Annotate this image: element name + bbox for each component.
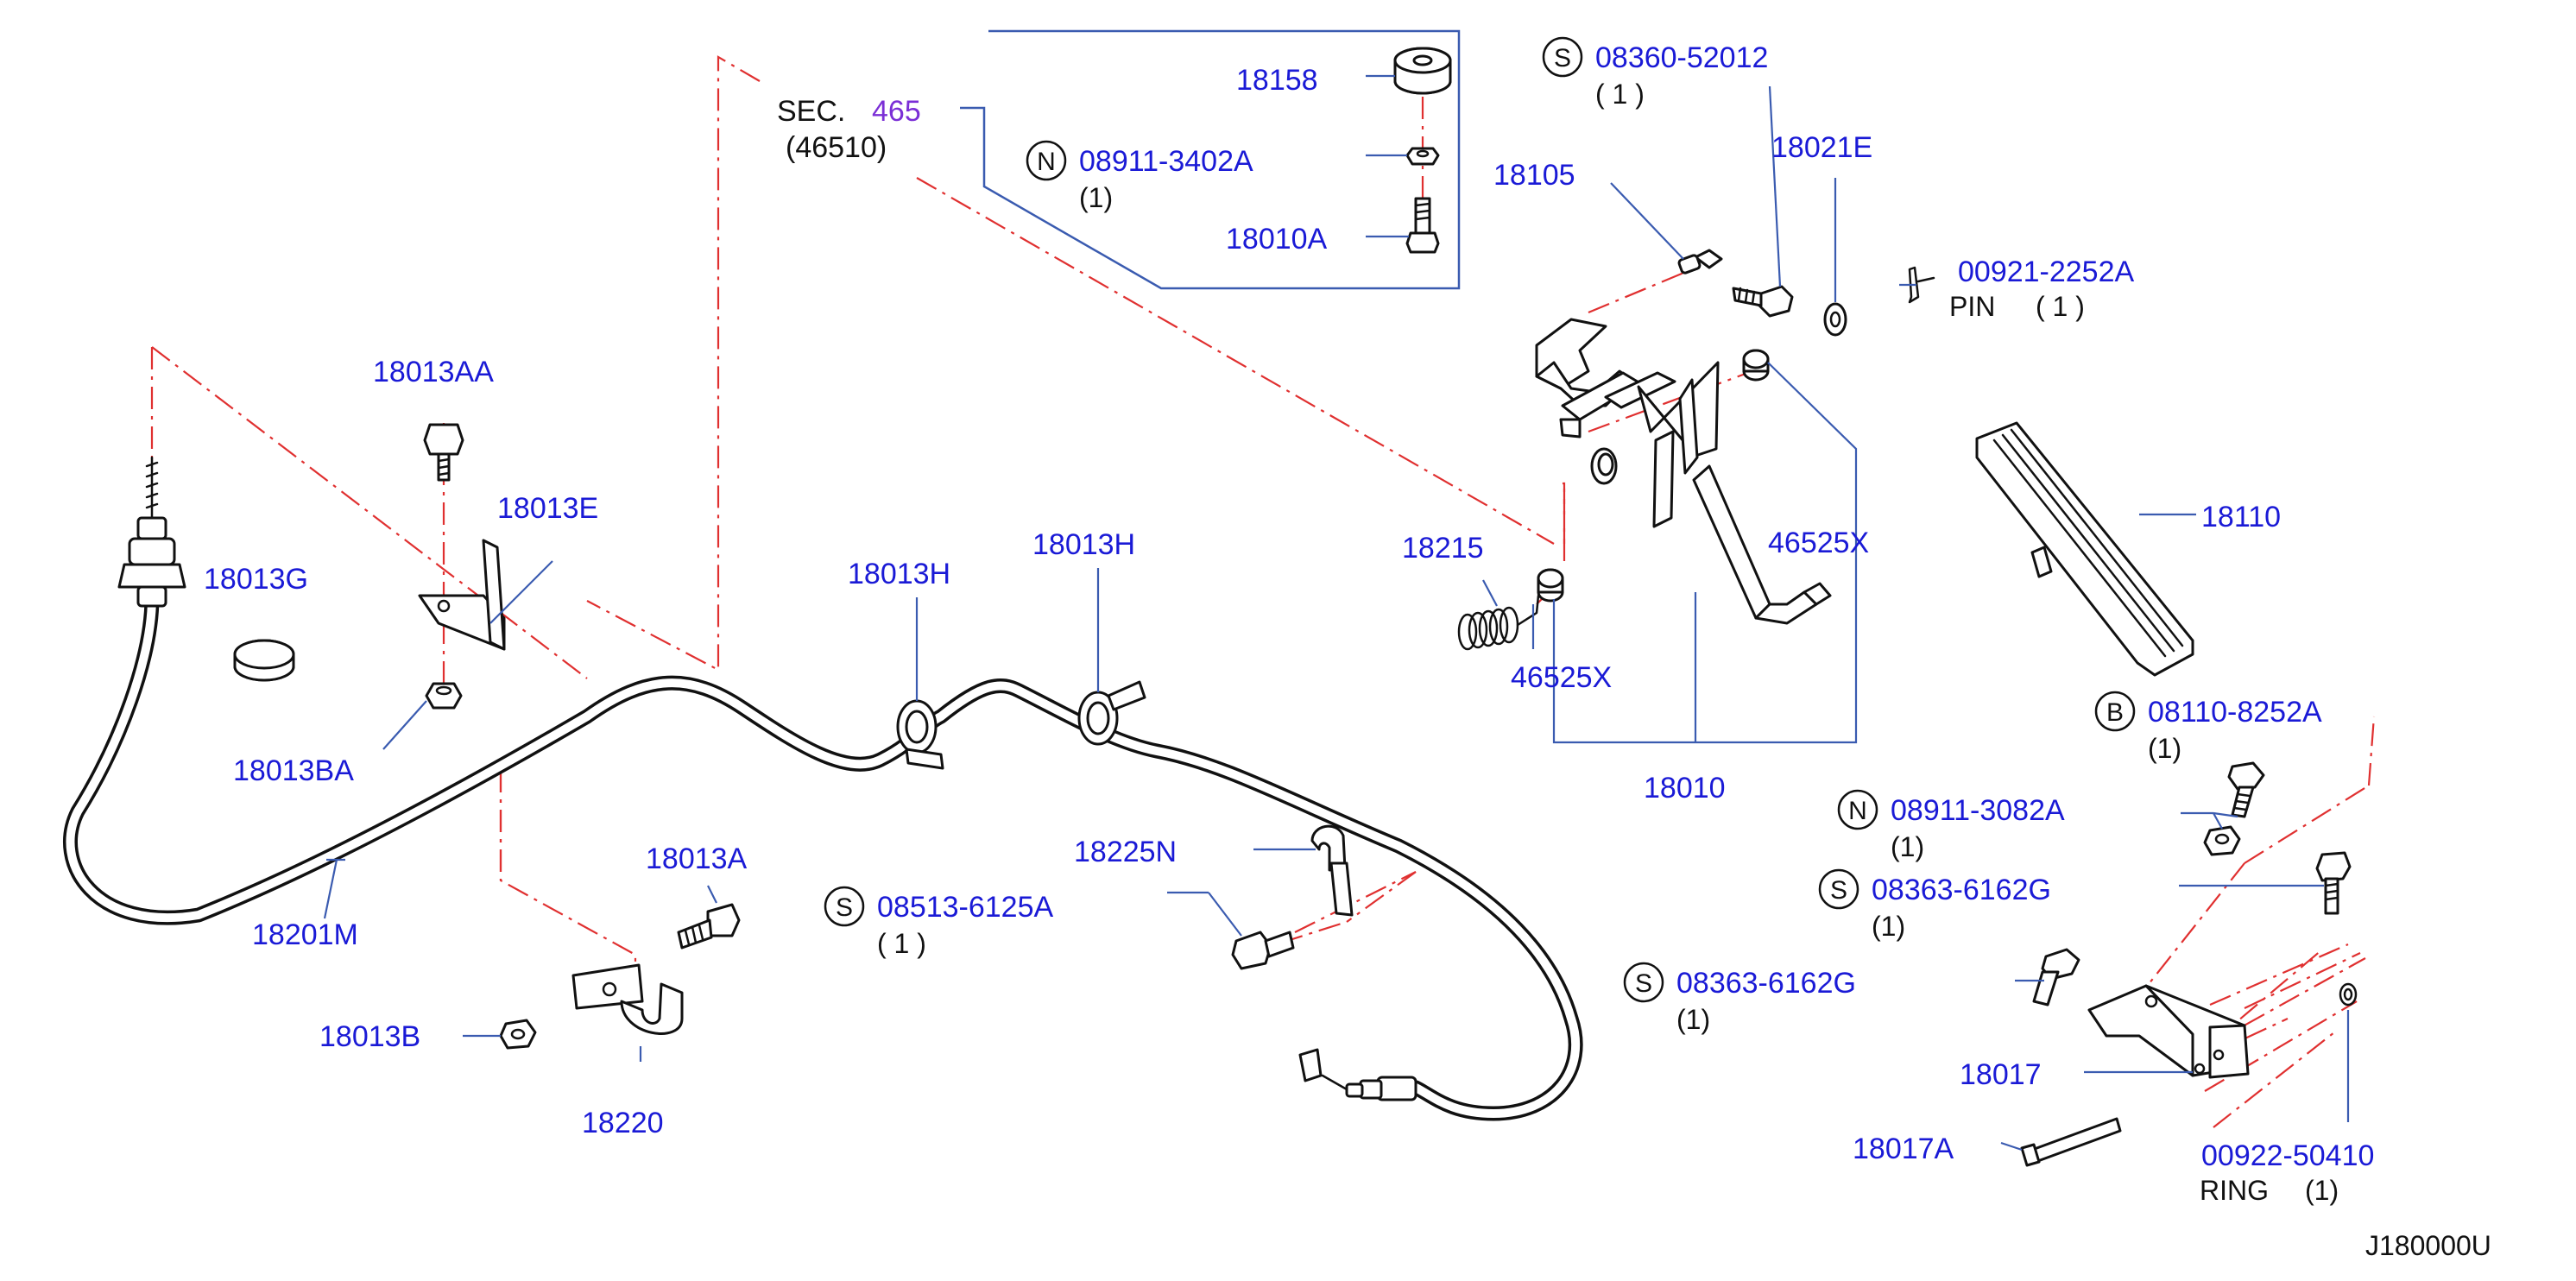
label-08363-6162G-2: 08363-6162G bbox=[1676, 967, 1856, 1000]
label-18013H-1: 18013H bbox=[848, 558, 950, 590]
label-46525X-1: 46525X bbox=[1768, 527, 1869, 559]
part-18013AA-bolt bbox=[423, 423, 464, 482]
badge-s-08513-6125A-letter: S bbox=[836, 893, 853, 922]
badge-s-08363-6162G-1-letter: S bbox=[1830, 876, 1847, 905]
inset-box bbox=[960, 29, 1461, 290]
label-08513-6125A: 08513-6125A bbox=[877, 891, 1054, 924]
label-08110-8252A: 08110-8252A bbox=[2148, 696, 2322, 729]
label-08911-3082A: 08911-3082A bbox=[1891, 794, 2065, 827]
badge-b-08110-8252A: B bbox=[2094, 691, 2136, 732]
section-label: SEC. bbox=[777, 95, 845, 128]
part-18013G-grommet bbox=[233, 639, 295, 682]
label-18225N: 18225N bbox=[1074, 836, 1177, 868]
part-18105-pin bbox=[1677, 249, 1723, 274]
part-08911-3082A-nut bbox=[2203, 825, 2241, 856]
part-18013BA-nut bbox=[425, 682, 463, 710]
badge-s-08360-52012-letter: S bbox=[1554, 44, 1571, 73]
label-08911-3402A: 08911-3402A bbox=[1079, 145, 1253, 178]
part-18010A-stud bbox=[1405, 197, 1440, 254]
badge-s-08513-6125A: S bbox=[824, 886, 865, 927]
qty-08911-3402A: (1) bbox=[1079, 182, 1113, 213]
label-18017A: 18017A bbox=[1853, 1133, 1954, 1165]
qty-08363-6162G-2: (1) bbox=[1676, 1004, 1710, 1035]
badge-b-08110-8252A-letter: B bbox=[2106, 698, 2124, 727]
part-18225N-clip bbox=[1310, 824, 1354, 917]
part-08363-6162G-bolt-1 bbox=[2315, 851, 2352, 915]
label-18013H-2: 18013H bbox=[1032, 528, 1135, 561]
part-08363-6162G-bolt-2 bbox=[2032, 948, 2080, 1006]
label-18013AA: 18013AA bbox=[373, 356, 494, 388]
label-18021E: 18021E bbox=[1771, 131, 1872, 164]
part-08911-3402A-nut bbox=[1405, 147, 1440, 166]
label-18017: 18017 bbox=[1960, 1058, 2042, 1091]
section-number: 465 bbox=[872, 95, 921, 128]
label-18110: 18110 bbox=[2201, 501, 2281, 533]
part-08360-52012-bolt bbox=[1732, 285, 1794, 318]
section-reference: (46510) bbox=[786, 131, 887, 164]
badge-n-08911-3402A: N bbox=[1026, 140, 1067, 181]
badge-n-08911-3082A-letter: N bbox=[1848, 797, 1867, 825]
label-18010: 18010 bbox=[1644, 772, 1726, 805]
label-18013E: 18013E bbox=[497, 492, 598, 525]
label-18010A: 18010A bbox=[1226, 223, 1328, 256]
badge-n-08911-3082A: N bbox=[1837, 789, 1878, 830]
label-18158: 18158 bbox=[1236, 64, 1318, 97]
part-18158-bushing bbox=[1393, 47, 1452, 95]
part-46525X-stopper-lower bbox=[1537, 568, 1564, 603]
label-08360-52012: 08360-52012 bbox=[1595, 41, 1768, 74]
ring-text: RING bbox=[2200, 1175, 2269, 1206]
part-18013A-bolt bbox=[677, 903, 741, 950]
pin-text: PIN bbox=[1949, 291, 1995, 322]
label-00921-2252A: 00921-2252A bbox=[1958, 256, 2135, 288]
diagram-code: J180000U bbox=[2365, 1230, 2491, 1261]
ring-qty: (1) bbox=[2305, 1175, 2339, 1206]
qty-08513-6125A: ( 1 ) bbox=[877, 928, 926, 959]
badge-s-08363-6162G-2-letter: S bbox=[1635, 969, 1652, 998]
qty-08911-3082A: (1) bbox=[1891, 831, 1924, 862]
part-08110-8252A-bolt bbox=[2227, 761, 2265, 818]
label-18013B: 18013B bbox=[319, 1020, 420, 1053]
part-08513-6125A-bolt bbox=[1231, 931, 1295, 970]
part-00921-2252A-pin bbox=[1908, 266, 1935, 304]
part-18017-bracket bbox=[2087, 984, 2250, 1079]
part-18017A-pin bbox=[2020, 1117, 2122, 1167]
part-18021E-washer bbox=[1823, 302, 1847, 337]
part-18110-pedal-pad bbox=[1975, 421, 2194, 677]
label-18105: 18105 bbox=[1493, 159, 1575, 192]
pin-qty: ( 1 ) bbox=[2036, 291, 2085, 322]
badge-s-08360-52012: S bbox=[1542, 36, 1583, 78]
qty-08110-8252A: (1) bbox=[2148, 733, 2181, 764]
part-18013H-clip-2 bbox=[1077, 680, 1146, 746]
label-18013A: 18013A bbox=[646, 842, 748, 875]
label-18220: 18220 bbox=[582, 1107, 664, 1139]
part-18220-bracket bbox=[571, 963, 684, 1035]
label-18201M: 18201M bbox=[252, 918, 358, 951]
part-46525X-stopper-upper bbox=[1742, 349, 1770, 382]
badge-s-08363-6162G-1: S bbox=[1818, 868, 1859, 910]
label-18215: 18215 bbox=[1402, 532, 1484, 565]
qty-08360-52012: ( 1 ) bbox=[1595, 79, 1645, 110]
part-00922-50410-ring bbox=[2339, 982, 2358, 1006]
part-18013H-clip-1 bbox=[896, 699, 944, 770]
label-18013BA: 18013BA bbox=[233, 754, 354, 787]
part-18013B-nut bbox=[499, 1019, 537, 1050]
part-18013E-bracket bbox=[418, 539, 506, 651]
label-18013G: 18013G bbox=[204, 563, 308, 596]
badge-n-08911-3402A-letter: N bbox=[1037, 148, 1056, 176]
badge-s-08363-6162G-2: S bbox=[1623, 962, 1664, 1003]
label-46525X-2: 46525X bbox=[1511, 661, 1612, 694]
qty-08363-6162G-1: (1) bbox=[1872, 911, 1905, 942]
label-08363-6162G-1: 08363-6162G bbox=[1872, 874, 2051, 906]
label-00922-50410: 00922-50410 bbox=[2201, 1139, 2374, 1172]
part-18215-spring bbox=[1457, 594, 1540, 651]
part-18010-accelerator-lever bbox=[1535, 318, 1832, 625]
